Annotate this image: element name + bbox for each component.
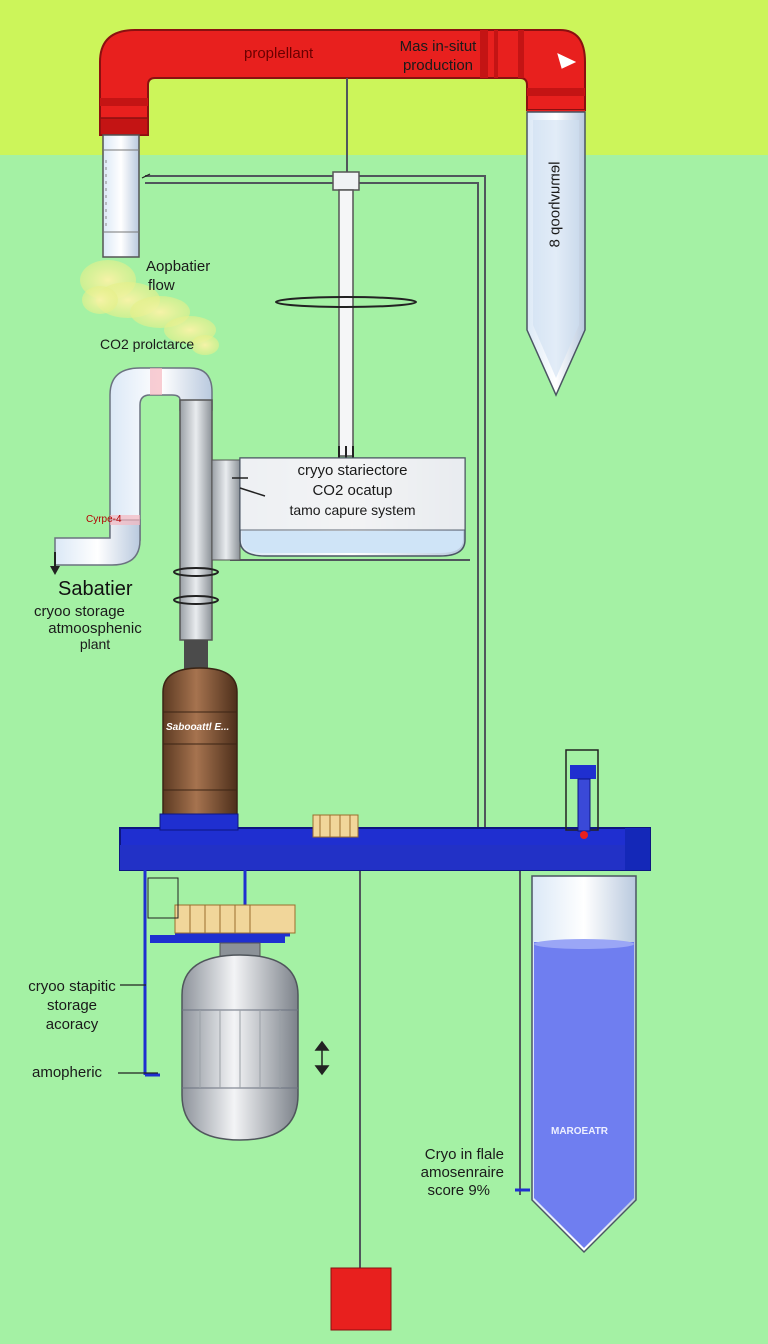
leader-lines: [118, 173, 158, 1074]
left-outlet-cylinder: [102, 134, 140, 258]
cryo-line1: Cryo in flale: [424, 1146, 504, 1163]
cryo-line3: score 9%: [427, 1182, 490, 1199]
top-pipe-left-label: proplellant: [244, 45, 314, 62]
top-pipe-right-label-line1: Mas in-situt: [399, 38, 477, 55]
heat-exchanger: [147, 877, 296, 943]
vertical-tube-label: lemuvhoop 8: [546, 161, 564, 248]
left-storage-line3: acoracy: [45, 1016, 99, 1033]
sabatier-reactor-tank[interactable]: [162, 667, 238, 816]
ground-band: [0, 155, 768, 1344]
sabatier-line2: atmoosphenic: [48, 620, 142, 637]
reactor-riser: [173, 399, 241, 670]
right-liquid-tank[interactable]: [531, 875, 637, 1254]
capture-label-line3: tamo capure system: [289, 502, 416, 518]
sabatier-line1: cryoo storage: [34, 603, 125, 620]
left-storage-line2: storage: [46, 997, 98, 1014]
center-column: [275, 171, 417, 458]
pump-assembly[interactable]: [515, 749, 599, 840]
sabatier-title: Sabatier: [58, 578, 133, 600]
co2-bent-pipe: [50, 367, 213, 575]
right-tank-plate: MAROEATR: [551, 1126, 609, 1137]
flow-label-line1: Aopbatier: [146, 258, 211, 275]
left-storage-sphere[interactable]: [181, 942, 299, 1141]
flow-label-line2: flow: [148, 277, 175, 294]
ground-anchor-block: [330, 1267, 392, 1331]
cryo-line2: amosenraire: [420, 1164, 504, 1181]
co2-capture-vessel[interactable]: [232, 457, 466, 557]
reactor-plate-label: Sabooattl E...: [166, 722, 230, 733]
top-pipe-right-label-line2: production: [402, 57, 474, 74]
capture-label-line1: cryyo stariectore: [297, 462, 408, 479]
amopheric-label: amopheric: [32, 1064, 103, 1081]
adjust-arrows: [314, 1040, 330, 1076]
co2-process-label: CO2 prolctarce: [100, 336, 195, 352]
flow-cloud: [80, 260, 219, 355]
vertical-tube: [526, 110, 586, 397]
pipe-tag-label: Cyrpe-4: [86, 514, 122, 525]
left-storage-line1: cryoo stapitic: [28, 978, 116, 995]
sabatier-line3: plant: [79, 636, 111, 652]
capture-label-line2: CO2 ocatup: [312, 482, 393, 499]
blue-platform: [119, 813, 651, 871]
